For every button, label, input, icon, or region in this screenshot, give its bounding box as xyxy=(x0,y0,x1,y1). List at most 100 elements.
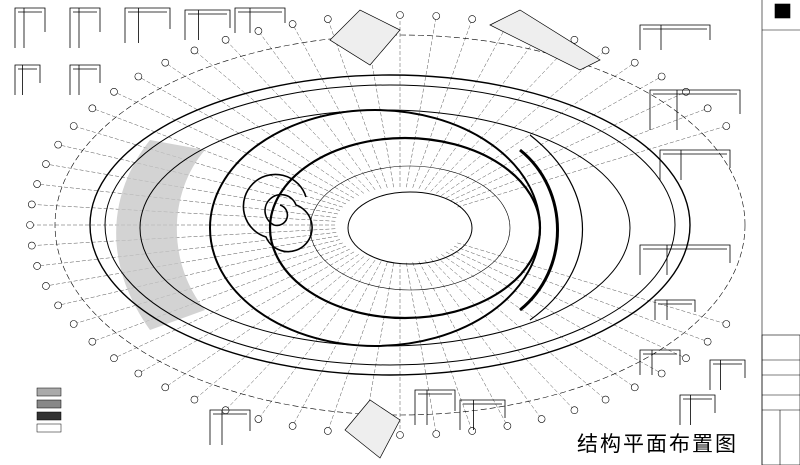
radial-grid-line xyxy=(258,259,376,420)
radial-grid-line xyxy=(165,254,359,388)
grid-bubble xyxy=(288,20,297,28)
radial-grid-line xyxy=(418,261,508,427)
radial-grid-line xyxy=(412,262,473,432)
radial-grid-line xyxy=(457,125,727,208)
section-detail xyxy=(69,7,101,48)
radial-grid-line xyxy=(406,262,437,435)
grid-bubble xyxy=(54,301,62,310)
section-detail xyxy=(709,359,746,390)
section-detail xyxy=(124,7,171,43)
section-detail xyxy=(639,244,731,275)
grid-bubble xyxy=(703,337,712,346)
grid-bubble xyxy=(722,320,731,328)
section-detail xyxy=(69,64,101,95)
stair-isometric-top xyxy=(329,9,601,459)
grid-bubble xyxy=(570,406,579,415)
radial-grid-line xyxy=(258,30,376,191)
grid-bubble xyxy=(134,369,143,378)
radial-grid-line xyxy=(194,256,365,400)
radial-grid-line xyxy=(430,39,575,192)
grid-bubble xyxy=(27,200,36,209)
radial-grid-line xyxy=(225,39,370,192)
grid-bubble xyxy=(722,122,731,130)
grid-bubble xyxy=(570,35,579,44)
grid-bubble xyxy=(88,104,97,113)
radial-grid-line xyxy=(445,76,662,199)
grid-bubble xyxy=(110,354,118,363)
grid-bubble xyxy=(69,320,78,328)
radial-grid-line xyxy=(45,163,338,215)
section-detail xyxy=(639,349,681,375)
radial-grid-line xyxy=(450,91,687,202)
radial-grid-line xyxy=(292,23,382,189)
section-detail xyxy=(649,89,741,130)
section-detail xyxy=(659,149,731,180)
section-detail xyxy=(14,7,46,48)
section-detail xyxy=(209,409,251,445)
radial-grid-line xyxy=(31,204,336,222)
radial-grid-line xyxy=(58,239,341,306)
section-detail xyxy=(14,64,41,95)
radial-grid-line xyxy=(441,62,635,196)
radial-grid-line xyxy=(445,251,662,374)
radial-grid-line xyxy=(92,245,347,342)
grid-bubble xyxy=(27,241,36,250)
section-detail xyxy=(184,9,231,40)
ring-beams xyxy=(54,34,746,416)
grid-bubble xyxy=(110,87,118,96)
radial-grid-line xyxy=(37,183,337,218)
grid-bubble xyxy=(26,221,34,229)
grid-bubble xyxy=(54,140,62,149)
legend-block xyxy=(36,387,62,433)
section-detail xyxy=(639,24,711,50)
radial-grid-line xyxy=(457,242,727,325)
grid-bubble xyxy=(324,15,332,23)
radial-grid-line xyxy=(450,248,687,359)
grid-bubble xyxy=(190,46,199,55)
section-details xyxy=(14,7,746,445)
grid-bubble xyxy=(33,180,41,188)
radial-grid-line xyxy=(441,254,635,388)
grid-bubble xyxy=(254,415,263,423)
section-detail xyxy=(459,399,506,430)
radial-grid-line xyxy=(73,242,343,325)
radial-grid-line xyxy=(92,108,347,205)
grid-bubble xyxy=(161,383,170,392)
radial-grid-line xyxy=(37,232,337,267)
radial-grid-line xyxy=(138,76,355,199)
radial-grid-line xyxy=(424,259,542,420)
grid-bubble xyxy=(601,46,610,55)
section-detail xyxy=(679,394,716,425)
grid-bubble xyxy=(432,430,441,438)
grid-bubble xyxy=(190,395,199,404)
grid-bubble xyxy=(432,12,441,20)
grid-bubble xyxy=(324,427,332,435)
grid-bubble xyxy=(601,395,610,404)
radial-grid-line xyxy=(418,23,508,189)
grid-bubble xyxy=(703,104,712,113)
grid-bubble xyxy=(630,383,639,392)
spiral-stair xyxy=(242,173,313,253)
section-detail xyxy=(234,7,286,33)
grid-bubble xyxy=(254,27,263,35)
grid-bubble xyxy=(42,160,50,168)
grid-bubble xyxy=(657,369,666,378)
grid-bubble xyxy=(33,262,41,270)
radial-grid-line xyxy=(435,50,606,194)
radial-grid-line xyxy=(430,258,575,411)
grid-bubble xyxy=(42,282,50,290)
radial-grid-line xyxy=(113,91,350,202)
section-detail xyxy=(654,299,696,320)
grid-bubble xyxy=(161,58,170,67)
radial-grid-line xyxy=(31,228,336,246)
radial-grid-line xyxy=(225,258,370,411)
radial-grid-line xyxy=(165,62,359,196)
grid-bubble xyxy=(682,354,690,363)
radial-grid-line xyxy=(73,125,343,208)
grid-bubble xyxy=(221,35,230,44)
radial-grid-line xyxy=(453,245,708,342)
radial-grid-line xyxy=(45,235,338,287)
grid-bubble xyxy=(657,72,666,81)
section-detail xyxy=(414,389,456,425)
